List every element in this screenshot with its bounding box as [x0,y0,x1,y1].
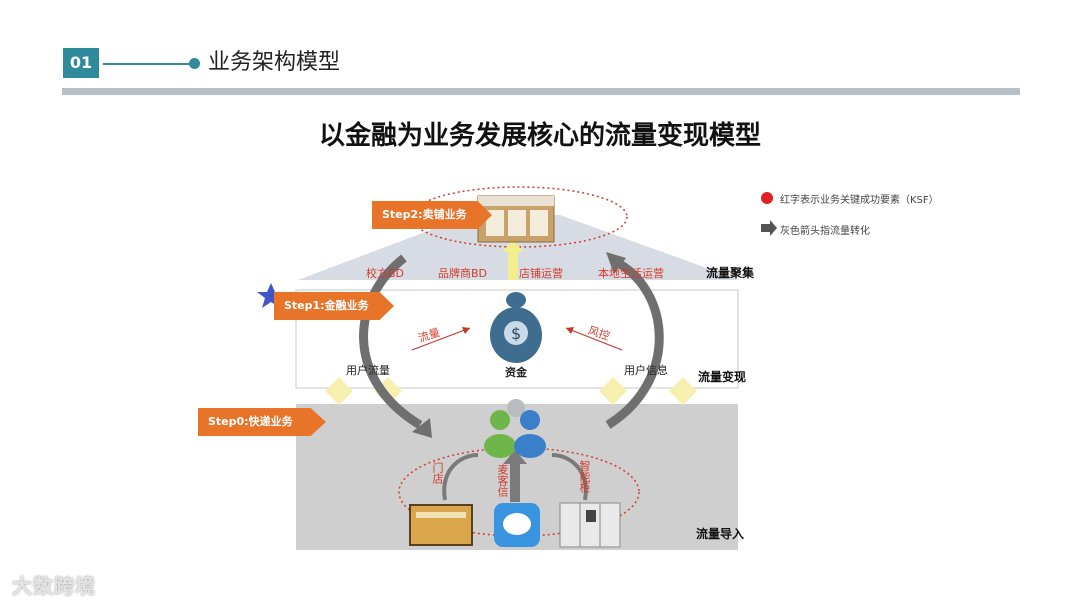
legend-text-ksf: 红字表示业务关键成功要素（KSF） [780,191,939,206]
legend-text-grey-arrow: 灰色箭头指流量转化 [780,222,870,237]
funds-label: 资金 [505,364,527,380]
top-label-store-ops: 店铺运营 [519,265,563,281]
legend-grey-arrow-icon [761,220,777,236]
store-thumbnail [410,505,472,545]
grey-arrow-shaft [510,462,520,502]
user-flow-label: 用户流量 [346,362,390,378]
side-label-flow-monetize: 流量变现 [698,368,746,385]
bottom-label-smart-locker: 智能柜 [576,460,592,493]
step1-label: Step1:金融业务 [274,292,394,320]
top-label-local-life-ops: 本地生活运营 [598,265,664,281]
bottom-label-store: 门店 [429,462,445,484]
top-label-brand-bd: 品牌商BD [438,265,487,281]
side-label-flow-import: 流量导入 [696,525,744,542]
locker-image [560,503,620,547]
side-label-flow-gather: 流量聚集 [706,264,754,281]
step0-label: Step0:快递业务 [198,408,326,436]
yellow-arrow-shaft [508,250,518,280]
legend-red-dot-icon [761,192,773,204]
user-info-label: 用户信息 [624,362,668,378]
step2-label: Step2:卖铺业务 [372,201,492,229]
bottom-label-maikexin: 麦客信 [494,464,510,497]
svg-text:$: $ [511,324,521,343]
top-label-school-bd: 校方BD [366,265,404,281]
watermark: 大数跨境 [12,570,96,599]
